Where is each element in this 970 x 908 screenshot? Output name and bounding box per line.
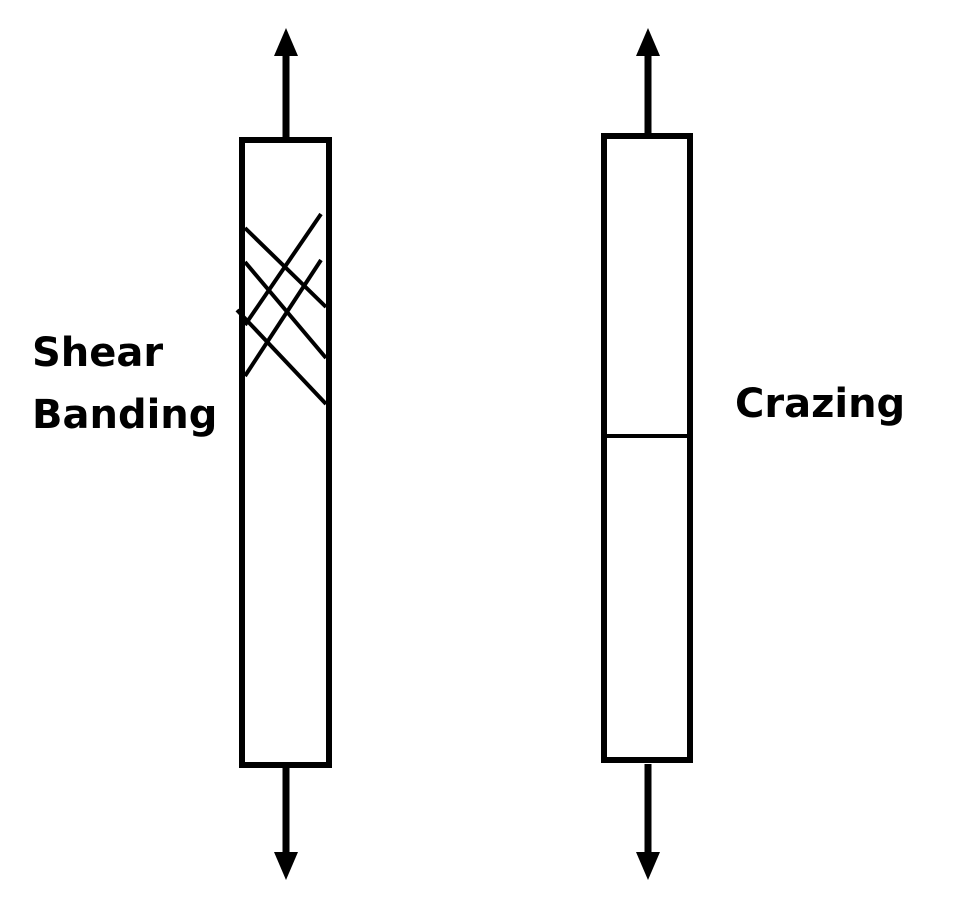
top-tension-arrow-icon: [274, 28, 298, 138]
crazing-label: Crazing: [735, 381, 906, 427]
shear-bands: [235, 212, 328, 406]
shear-banding-label-line-1: Shear: [32, 330, 164, 376]
shear-band-line: [243, 212, 323, 327]
specimen-bar: [601, 133, 693, 763]
shear-band-line: [243, 260, 328, 360]
bottom-tension-arrow-icon: [274, 766, 298, 880]
shear-banding-specimen: [235, 28, 332, 880]
bottom-tension-arrow-icon: [636, 764, 660, 880]
shear-band-line: [243, 258, 323, 378]
crazing-specimen: [601, 28, 693, 880]
specimen-bar: [239, 137, 332, 768]
top-tension-arrow-icon: [636, 28, 660, 134]
shear-band-line: [235, 308, 328, 406]
shear-banding-label-line-2: Banding: [32, 392, 218, 438]
